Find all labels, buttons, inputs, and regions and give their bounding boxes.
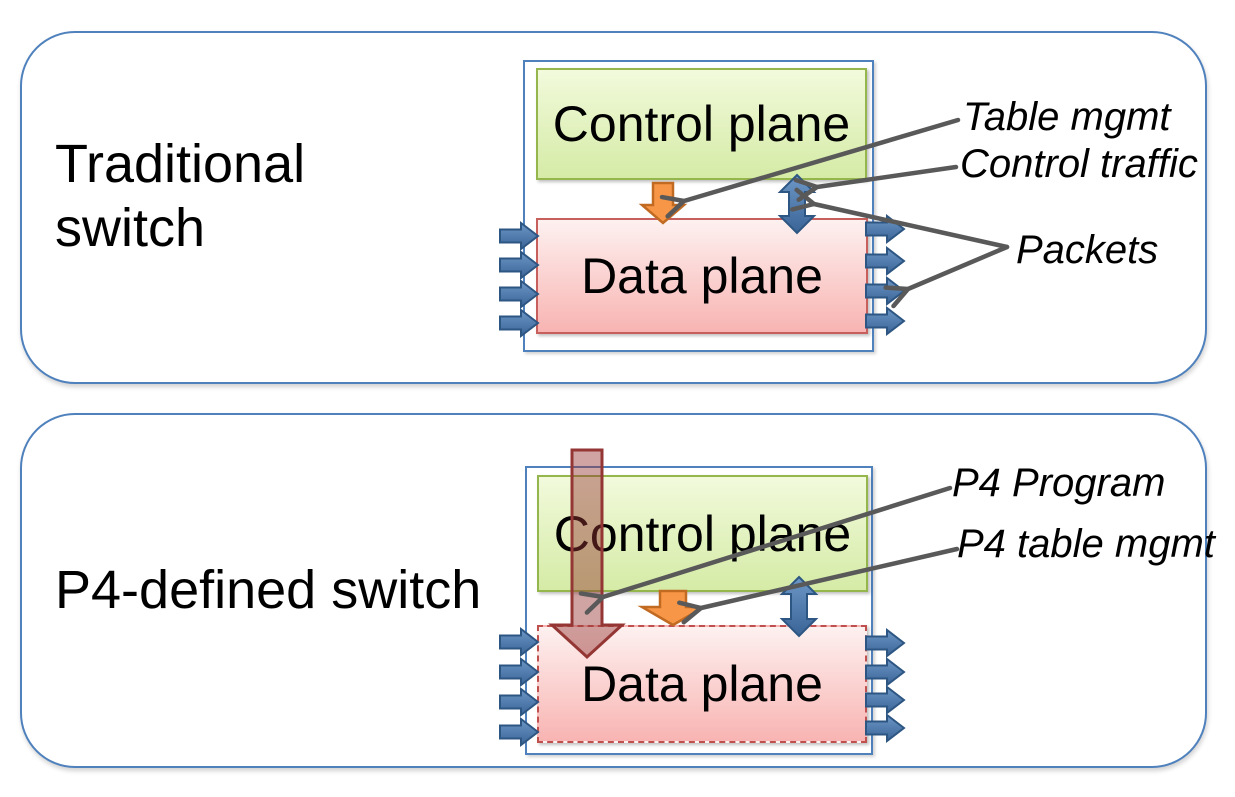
packets-annotation: Packets bbox=[1016, 228, 1159, 272]
control-plane-label: Control plane bbox=[552, 96, 851, 152]
data-plane-box-p4: Data plane bbox=[537, 625, 867, 743]
p4-table-mgmt-annotation: P4 table mgmt bbox=[957, 522, 1215, 566]
control-traffic-annotation: Control traffic bbox=[960, 142, 1198, 186]
control-plane-box-traditional: Control plane bbox=[536, 68, 867, 180]
data-plane-label: Data plane bbox=[581, 248, 823, 304]
control-plane-box-p4: Control plane bbox=[537, 475, 868, 592]
control-plane-label: Control plane bbox=[553, 505, 852, 562]
p4-defined-switch-title: P4-defined switch bbox=[55, 560, 482, 620]
data-plane-label: Data plane bbox=[581, 656, 823, 712]
traditional-switch-title: Traditional switch bbox=[55, 134, 306, 258]
data-plane-box-traditional: Data plane bbox=[536, 218, 868, 334]
table-mgmt-annotation: Table mgmt bbox=[963, 95, 1171, 139]
p4-program-annotation: P4 Program bbox=[952, 461, 1166, 505]
